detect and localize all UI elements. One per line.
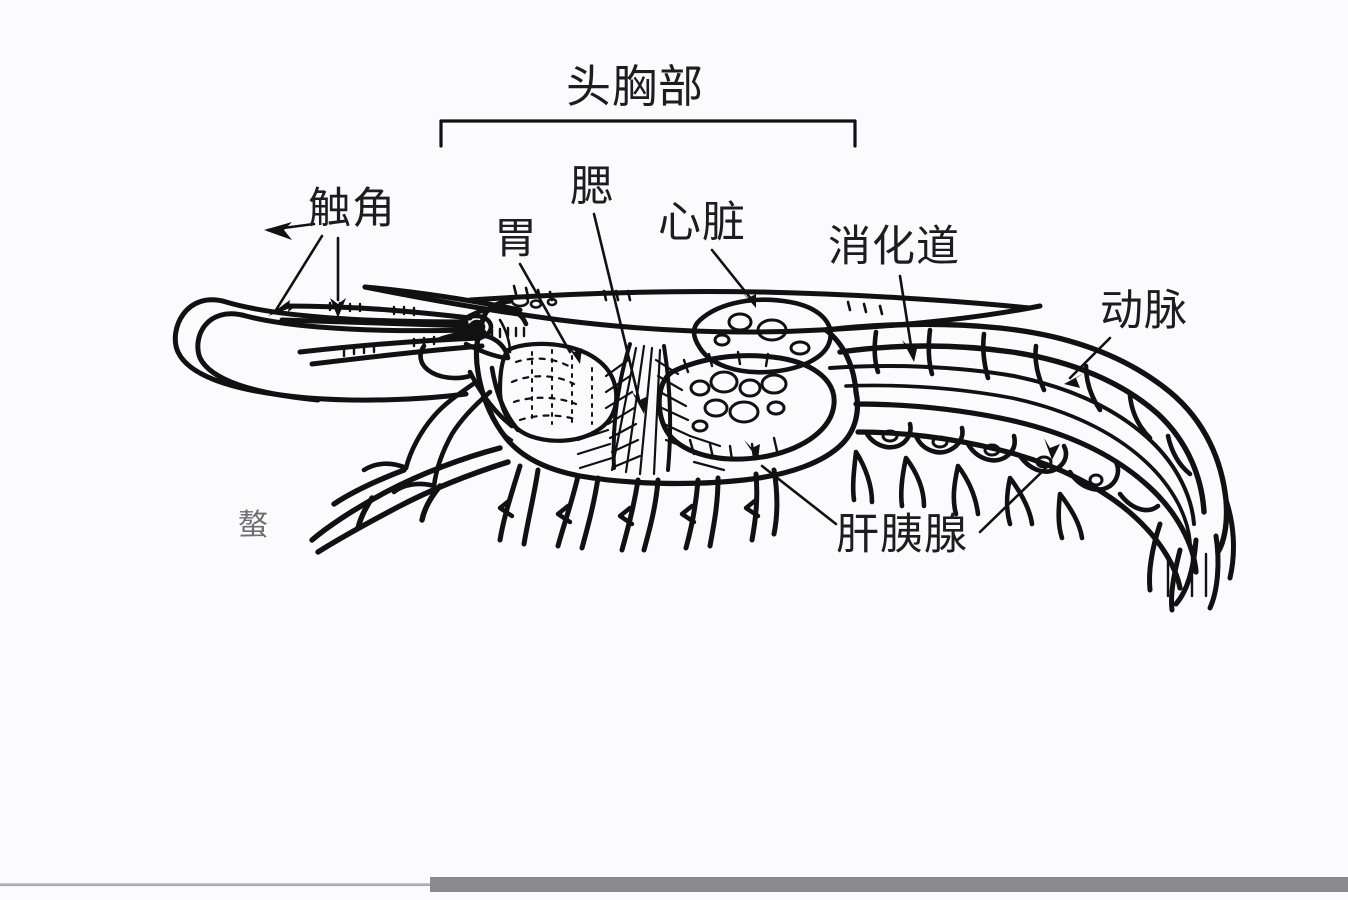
digestive-tract-line [828, 364, 1196, 526]
stomach-organ [497, 341, 619, 443]
heart-ostia [713, 312, 811, 356]
antenna-flagella [172, 297, 473, 403]
label-chela: 螯 [238, 508, 268, 543]
tail-fan-ribs [1166, 552, 1208, 598]
label-stomach: 胃 [494, 214, 538, 264]
leader-arrowheads [264, 222, 1086, 460]
chela-arm [309, 445, 511, 555]
abdomen-ventral-outline [853, 401, 1199, 591]
mouthparts [361, 365, 521, 495]
hepatopancreas-organ [656, 353, 837, 462]
tail-fan [1147, 497, 1236, 613]
stomach-texture [510, 357, 580, 422]
label-hepatopancreas: 肝胰腺 [836, 510, 968, 560]
stomach-hatching [531, 349, 593, 425]
leader-lines [266, 212, 1112, 534]
carapace-texture [490, 284, 884, 442]
cephalothorax-bracket [439, 119, 857, 148]
label-antenna: 触角 [308, 184, 396, 234]
hepatopancreas-vacuoles [689, 370, 788, 433]
gill-plumes [576, 344, 726, 476]
abdomen-pleura-scallops [863, 421, 1161, 513]
heart-organ [691, 297, 833, 375]
abdomen-pleura-dots [881, 429, 1104, 487]
hepatopancreas-texture [682, 350, 779, 462]
abdomen-segment-lines [872, 327, 1193, 477]
label-gill: 腮 [570, 162, 614, 212]
label-heart: 心脏 [658, 198, 746, 248]
horizontal-scrollbar-thumb[interactable] [430, 877, 1348, 892]
pleopods [850, 449, 1085, 541]
label-cephalothorax: 头胸部 [566, 60, 705, 113]
label-artery: 动脉 [1100, 286, 1188, 336]
gill-outline [611, 342, 673, 472]
label-digestive-tract: 消化道 [828, 222, 960, 272]
antennule-pair [279, 303, 485, 367]
pereopod-joints [497, 497, 761, 527]
artery-line [844, 383, 1192, 544]
